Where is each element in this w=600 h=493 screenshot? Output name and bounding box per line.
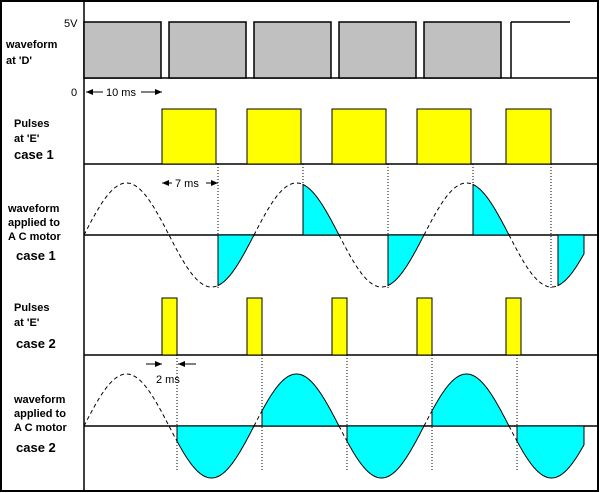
arrow-2ms-right: [178, 361, 185, 367]
conduction-fill-3: [346, 425, 425, 479]
row-pulses-case2: Pulses at 'E' case 2 2 ms: [14, 297, 598, 386]
label-zero: 0: [71, 87, 77, 99]
gray-pulse-3: [253, 21, 332, 79]
label-w1-3: A C motor: [8, 231, 61, 243]
ac-waveform-case2: [83, 373, 585, 479]
gray-pulse-2: [168, 21, 247, 79]
row-pulses-case1: Pulses at 'E' case 1 7 ms: [14, 108, 598, 190]
conduction-fill-4: [431, 373, 510, 427]
dashed-segment-4: [423, 182, 474, 236]
dashed-segment-1: [83, 373, 178, 442]
label-2ms: 2 ms: [156, 374, 180, 386]
label-p1-3: case 1: [14, 147, 54, 162]
yellow-pulse-c2-5: [505, 297, 522, 356]
gray-pulse-4: [338, 21, 417, 79]
conduction-fill-5: [557, 234, 585, 287]
row-waveform-d: 5V 0 10 ms waveform at 'D': [5, 18, 598, 99]
dashed-segment-3: [338, 234, 389, 288]
conduction-fill-4: [472, 183, 510, 236]
yellow-pulses-case2: [161, 297, 522, 356]
label-7ms: 7 ms: [175, 178, 199, 190]
label-5v: 5V: [64, 18, 78, 30]
dashed-segment-2: [253, 410, 263, 427]
dotted-guides: [176, 164, 552, 470]
label-p2-1: Pulses: [14, 302, 49, 314]
dashed-segment-5: [508, 425, 518, 442]
dashed-segment-1: [83, 182, 219, 288]
gray-pulse-1: [83, 21, 162, 79]
label-p2-2: at 'E': [14, 317, 40, 329]
label-w2-3: A C motor: [14, 422, 67, 434]
label-10ms: 10 ms: [106, 87, 136, 99]
yellow-pulse-c1-1: [161, 108, 217, 165]
label-7ms-bg: [172, 176, 206, 189]
conduction-fill-2: [302, 183, 340, 236]
label-d-2: at 'D': [6, 55, 32, 67]
arrow-7ms-left: [162, 180, 169, 186]
dashed-segment-3: [338, 425, 348, 442]
conduction-fill-5: [516, 425, 585, 479]
yellow-pulse-c2-2: [246, 297, 263, 356]
row-ac-case2: waveform applied to A C motor case 2: [13, 373, 598, 479]
label-w2-1: waveform: [13, 394, 66, 406]
label-p1-1: Pulses: [14, 118, 49, 130]
gray-pulses: [83, 21, 502, 79]
yellow-pulses-case1: [161, 108, 552, 165]
arrow-10ms-right: [155, 89, 162, 95]
conduction-fill-1: [176, 425, 255, 479]
yellow-pulse-c2-3: [331, 297, 348, 356]
label-w1-1: waveform: [7, 203, 60, 215]
yellow-pulse-c1-2: [246, 108, 302, 165]
conduction-fill-1: [217, 234, 255, 287]
label-10ms-bg: [103, 85, 141, 98]
dashed-segment-2: [253, 182, 304, 236]
dashed-segment-5: [508, 234, 559, 288]
label-w2-4: case 2: [16, 440, 56, 455]
ac-waveform-case1: [83, 182, 585, 288]
arrow-7ms-right: [211, 180, 218, 186]
yellow-pulse-c1-4: [416, 108, 472, 165]
yellow-pulse-c1-5: [505, 108, 552, 165]
conduction-fill-2: [261, 373, 340, 427]
arrow-10ms-left: [86, 89, 93, 95]
label-p1-2: at 'E': [14, 133, 40, 145]
yellow-pulse-c2-1: [161, 297, 178, 356]
dashed-segment-4: [423, 410, 433, 427]
label-p2-3: case 2: [16, 336, 56, 351]
label-w1-4: case 1: [16, 248, 56, 263]
yellow-pulse-c2-4: [416, 297, 433, 356]
label-w2-2: applied to: [14, 408, 66, 420]
arrow-2ms-left: [155, 361, 162, 367]
row-ac-case1: waveform applied to A C motor case 1: [7, 182, 598, 288]
gray-pulse-5: [423, 21, 502, 79]
conduction-fill-3: [387, 234, 425, 287]
label-w1-2: applied to: [8, 217, 60, 229]
label-d-1: waveform: [5, 39, 58, 51]
yellow-pulse-c1-3: [331, 108, 387, 165]
